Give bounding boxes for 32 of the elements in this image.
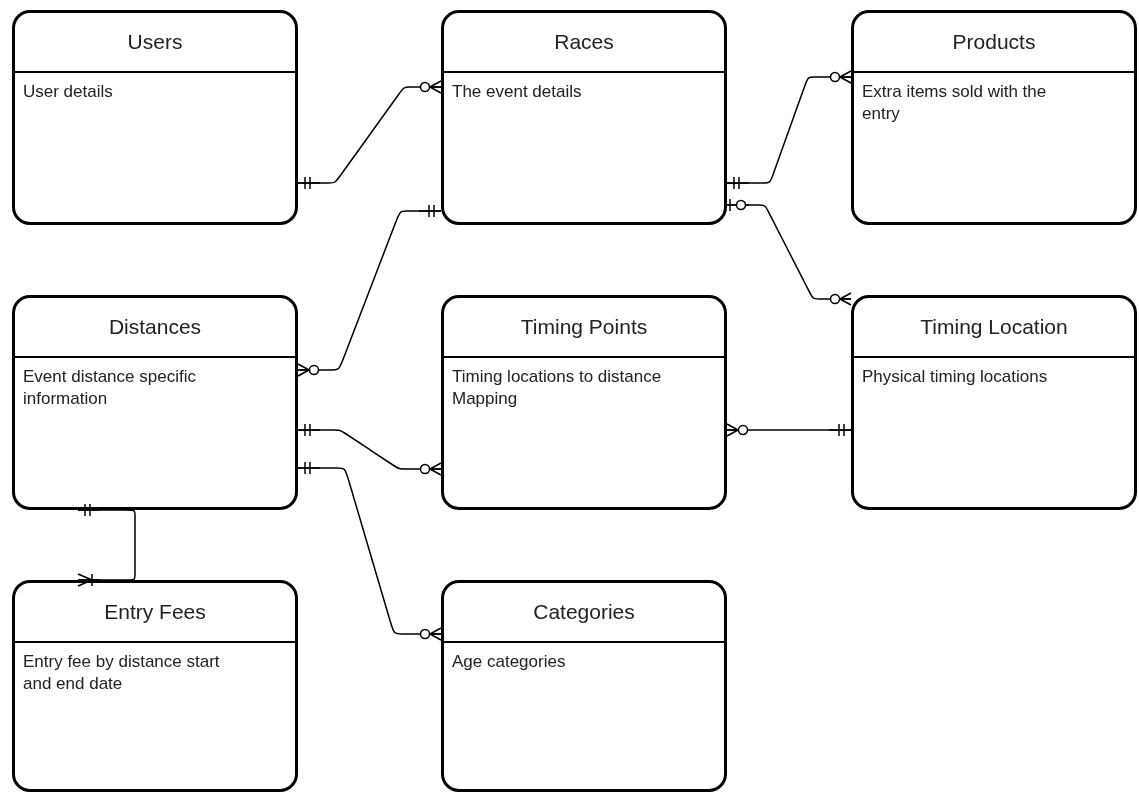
entity-table xyxy=(12,295,298,510)
table-header: Timing Location xyxy=(854,298,1134,358)
relationship-line xyxy=(726,70,852,190)
table-header: Timing Points xyxy=(444,298,724,358)
table-header: Products xyxy=(854,13,1134,73)
table-header: Categories xyxy=(444,583,724,643)
table-description: The event details xyxy=(452,81,583,103)
relationship-line xyxy=(297,423,442,476)
relationship-line xyxy=(297,204,442,377)
table-description: Physical timing locations xyxy=(862,366,1049,388)
table-header: Users xyxy=(15,13,295,73)
relationship-line xyxy=(726,198,852,306)
table-description: Event distance specific information xyxy=(23,366,197,410)
entity-table xyxy=(851,295,1137,510)
table-description: Entry fee by distance start and end date xyxy=(23,651,221,695)
relationship-line xyxy=(297,461,442,641)
table-description: Timing locations to distance Mapping xyxy=(452,366,663,410)
table-header: Distances xyxy=(15,298,295,358)
table-header: Races xyxy=(444,13,724,73)
entity-table xyxy=(12,580,298,792)
entity-table xyxy=(441,10,727,225)
table-header: Entry Fees xyxy=(15,583,295,643)
relationship-line xyxy=(726,423,852,437)
table-description: Extra items sold with the entry xyxy=(862,81,1048,125)
entity-table xyxy=(851,10,1137,225)
entity-table xyxy=(441,295,727,510)
relationship-line xyxy=(77,503,136,587)
relationship-line xyxy=(297,80,442,190)
entity-table xyxy=(441,580,727,792)
table-description: Age categories xyxy=(452,651,567,673)
entity-table xyxy=(12,10,298,225)
table-description: User details xyxy=(23,81,114,103)
